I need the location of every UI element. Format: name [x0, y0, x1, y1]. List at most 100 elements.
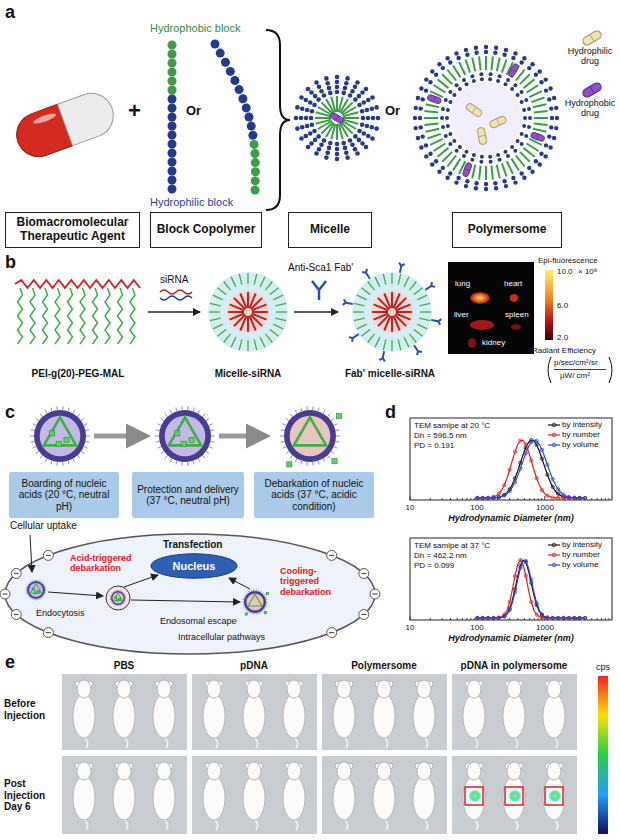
- node-text: Biomacromolecular Therapeutic Agent: [10, 216, 135, 244]
- organ-spleen: [511, 324, 521, 330]
- polymer-bead: [309, 141, 314, 146]
- polymer-bead: [370, 95, 375, 100]
- vesicle-corona: [124, 600, 125, 602]
- polymer-bead: [327, 146, 332, 151]
- vesicle-corona: [38, 599, 39, 600]
- axis-tick: [529, 618, 530, 620]
- polymer-bead: [516, 139, 520, 143]
- hydrophobic-chain: [426, 129, 440, 132]
- vesicle-corona: [125, 596, 126, 597]
- polymer-bead: [327, 86, 332, 91]
- axis-tick: [591, 498, 592, 500]
- peg-corona: [398, 274, 401, 285]
- size-distribution-curve: [477, 561, 585, 618]
- mouse-tail: [84, 737, 88, 748]
- peg-corona: [247, 340, 248, 351]
- polymer-bead: [544, 77, 548, 81]
- vesicle-corona: [243, 606, 245, 608]
- annotation-label: Fab' micelle-siRNA: [345, 368, 435, 380]
- axis-tick: [466, 498, 467, 500]
- pathway-arrow: [48, 592, 103, 596]
- hydrophobic-chain: [336, 96, 338, 112]
- mouse-body: [413, 776, 435, 820]
- drug-pill-body: [581, 29, 602, 46]
- vesicle-corona: [286, 451, 289, 453]
- hydrophobic-chain: [442, 74, 452, 84]
- vesicle-corona: [262, 593, 263, 594]
- polymer-bead: [448, 90, 452, 94]
- axis-tick: [601, 618, 602, 620]
- mouse-tail: [214, 737, 218, 748]
- mouse-tail: [424, 819, 428, 830]
- mouse-head: [417, 680, 431, 698]
- polymer-bead: [370, 125, 375, 130]
- polymer-bead: [538, 162, 542, 166]
- nucleus-ellipse: Nucleus: [150, 553, 238, 579]
- hydrophobic-chain: [533, 104, 547, 107]
- vesicle-corona: [306, 406, 307, 410]
- polymer-bead: [295, 126, 300, 131]
- vesicle-corona: [34, 580, 35, 581]
- annotation-label: 1000: [536, 503, 554, 512]
- drug-pill-body: [507, 63, 519, 78]
- polymer-bead: [522, 108, 526, 112]
- polymer-bead: [348, 93, 353, 98]
- negative-charge: [361, 614, 366, 615]
- hydrophobic-chain: [453, 159, 461, 171]
- peg-corona: [368, 282, 375, 291]
- polymer-bead: [523, 116, 527, 120]
- vesicle-corona: [84, 447, 88, 449]
- fab-fragment: [425, 286, 431, 290]
- nucleic-acid-cube: [115, 596, 117, 598]
- polymer-bead: [314, 80, 319, 85]
- vesicle-corona: [247, 593, 248, 594]
- polymer-bead: [504, 184, 508, 188]
- annotation-label: Transfection: [163, 539, 222, 551]
- vesicle-corona: [210, 441, 214, 443]
- vesicle-corona: [45, 590, 46, 591]
- nucleic-acid-cube: [264, 612, 266, 614]
- vesicle-corona: [156, 441, 160, 443]
- polymer-bead: [168, 158, 177, 167]
- node-text: Polymersome: [468, 223, 547, 237]
- polymer-bead: [168, 59, 177, 68]
- polymer-bead: [366, 134, 371, 139]
- sirna-core: [228, 311, 244, 313]
- peg-corona: [419, 318, 430, 321]
- peg-corona: [224, 282, 231, 291]
- vesicle-corona: [265, 606, 267, 608]
- vesicle-corona: [44, 593, 45, 595]
- polymer-bead: [168, 41, 177, 50]
- vesicle-corona: [115, 605, 116, 606]
- vesicle-corona: [181, 406, 182, 410]
- mouse-head: [417, 762, 431, 780]
- drug-pill: [427, 94, 442, 104]
- polymer-bead: [366, 98, 371, 103]
- vesicle-corona: [40, 598, 42, 599]
- legend-text: by volume: [562, 441, 598, 450]
- vesicle-corona: [111, 594, 112, 596]
- annotation-label: μW/ cm²: [560, 371, 590, 380]
- polymer-bead: [552, 96, 556, 100]
- polymer-bead: [441, 166, 445, 170]
- vesicle-corona: [266, 602, 268, 603]
- process-box: Biomacromolecular Therapeutic Agent: [5, 212, 140, 248]
- mouse-head: [507, 762, 521, 780]
- polymer-bead: [479, 72, 483, 76]
- fab-fragment: [379, 358, 382, 360]
- panel-letter: c: [5, 402, 15, 423]
- vesicle-corona: [198, 410, 200, 413]
- mouse-body: [373, 694, 395, 738]
- peg-chain: [43, 288, 48, 344]
- vesicle-corona: [323, 410, 325, 413]
- polymer-bead: [324, 76, 329, 81]
- peg-corona: [224, 334, 231, 343]
- hydrophobic-chain: [331, 97, 335, 113]
- fab-fragment: [430, 282, 433, 286]
- hydrophobic-chain: [315, 117, 331, 119]
- legend-text: by intensity: [562, 421, 602, 430]
- legend-marker: [552, 544, 556, 548]
- polymer-bead: [251, 167, 260, 176]
- vesicle-corona: [248, 591, 250, 593]
- annotation-label: Radiant Efficiency: [532, 346, 596, 355]
